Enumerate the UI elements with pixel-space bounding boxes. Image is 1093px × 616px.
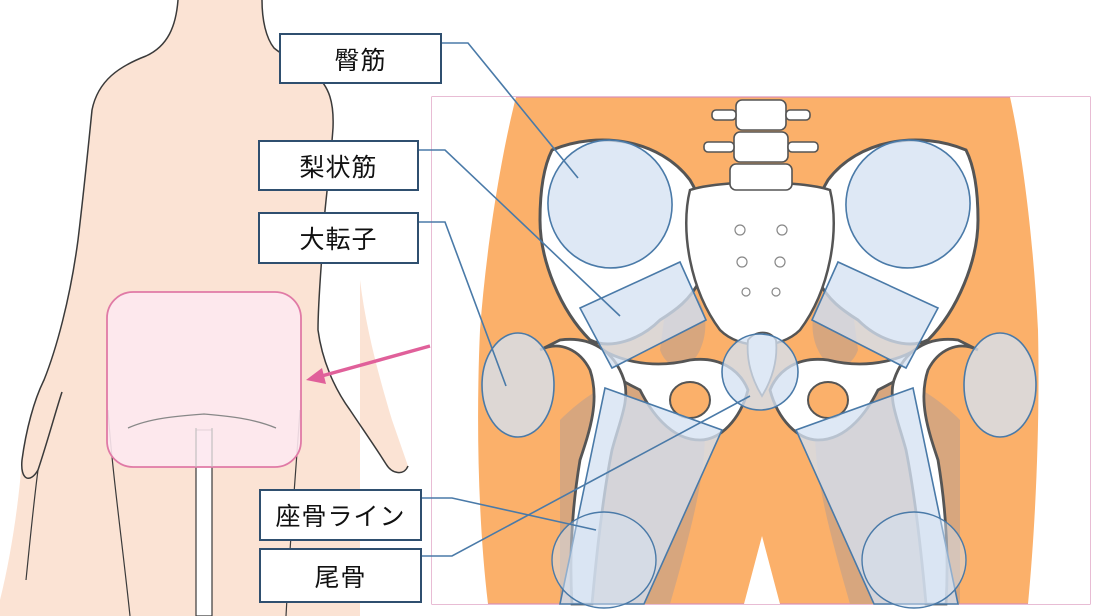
leader-ischial — [422, 497, 597, 531]
label-coccyx-text: 尾骨 — [314, 562, 367, 592]
pelvis-illustration — [431, 96, 1091, 609]
leader-piriformis — [419, 149, 621, 317]
buttocks-highlight — [106, 291, 302, 468]
label-piriformis: 梨状筋 — [258, 140, 419, 191]
buttocks-crease — [127, 413, 277, 429]
label-ischial-line: 座骨ライン — [259, 489, 422, 541]
label-gluteus-maximus: 臀筋 — [279, 33, 442, 84]
label-gluteus-maximus-text: 臀筋 — [334, 45, 387, 75]
leader-lines — [419, 42, 751, 557]
label-piriformis-text: 梨状筋 — [299, 152, 378, 182]
leader-coccyx — [422, 395, 751, 557]
pointer-arrow — [306, 344, 431, 384]
label-coccyx: 尾骨 — [259, 548, 422, 603]
label-ischial-line-text: 座骨ライン — [275, 502, 406, 531]
leader-trochanter — [419, 221, 507, 387]
leader-gluteus — [442, 42, 579, 179]
label-greater-trochanter-text: 大転子 — [299, 225, 378, 254]
label-greater-trochanter: 大転子 — [258, 212, 419, 264]
